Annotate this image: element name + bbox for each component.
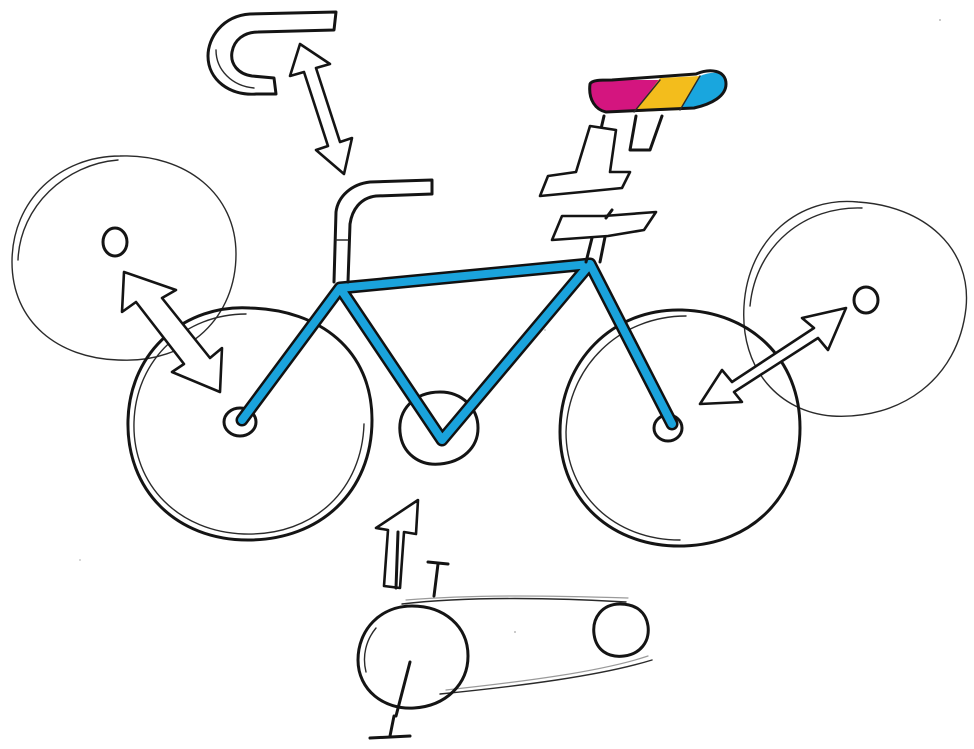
rear-hub-detached-icon [854,287,878,313]
sprocket-icon [594,604,649,656]
rear-wheel [560,310,800,546]
rear-wheel-detached [744,201,967,416]
chainring-icon [358,606,468,708]
drivetrain [358,596,652,738]
stem-handlebar [334,180,432,282]
crank-pin [428,562,448,596]
front-wheel [128,308,372,540]
saddle [590,71,727,112]
handlebar-double-arrow-icon [290,44,352,174]
seatpost-detached [540,126,656,240]
front-wheel-detached [12,156,236,360]
front-hub-detached-icon [103,228,127,256]
crank-up-arrow-icon [376,500,418,588]
frame [242,264,672,440]
